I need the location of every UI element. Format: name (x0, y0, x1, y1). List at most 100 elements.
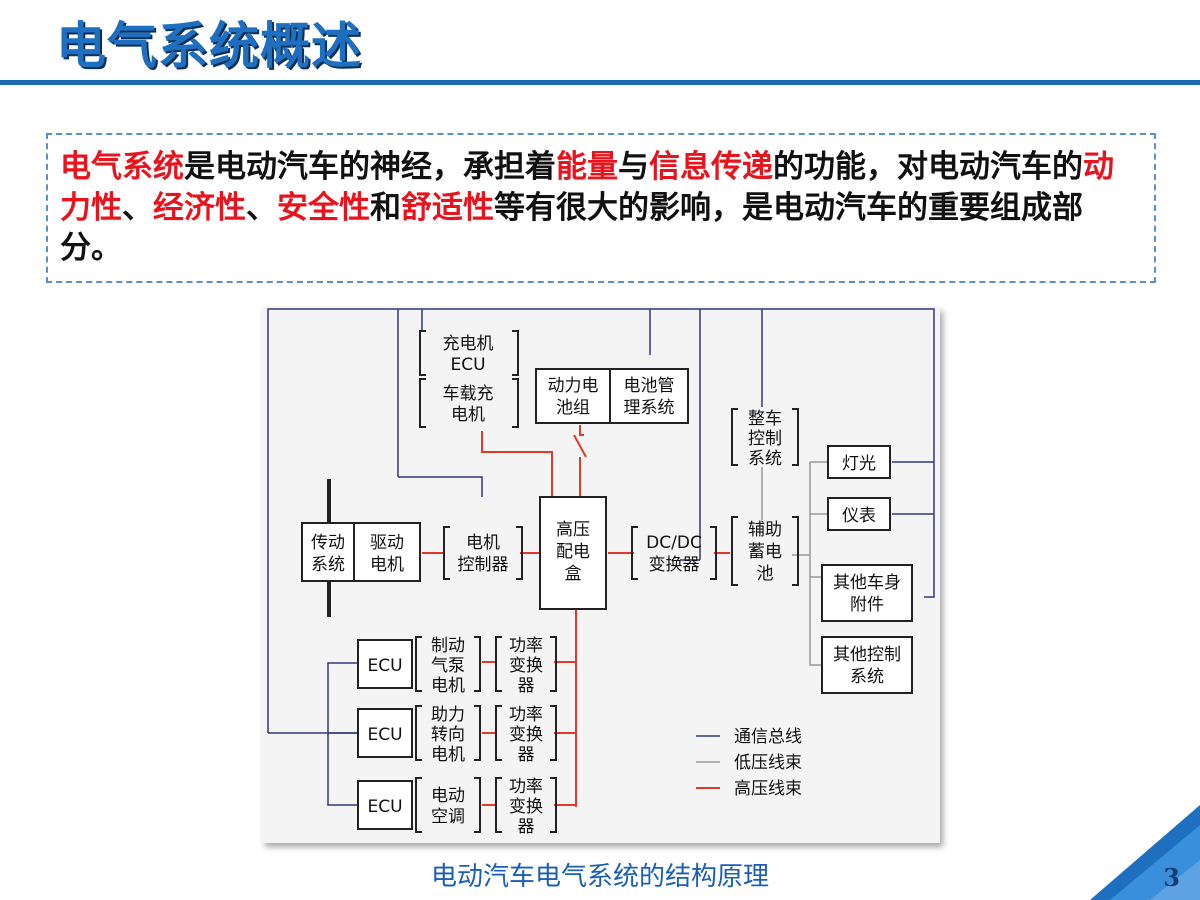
legend-low-label: 低压线束 (734, 753, 802, 773)
dcdc-bracket (631, 526, 717, 580)
transmission-line2: 系统 (311, 555, 345, 575)
body-accessories-line1: 其他车身 (833, 573, 901, 593)
hv-box-line2: 配电 (556, 542, 590, 562)
other-control-box (821, 636, 913, 694)
aux-battery-line2: 蓄电 (748, 542, 782, 562)
comm-bus-lines (267, 308, 935, 806)
intro-highlight: 舒适性 (401, 189, 494, 226)
power-converter-2-line2: 变换 (509, 725, 543, 745)
power-converter-3-line1: 功率 (509, 777, 543, 797)
power-converter-3-line3: 器 (518, 817, 535, 837)
body-accessories-box (821, 564, 913, 622)
onboard-charger-bracket (419, 378, 519, 428)
intro-highlight: 电气系统 (60, 149, 184, 185)
hv-box (539, 496, 607, 610)
hv-box-line3: 盒 (565, 564, 582, 584)
intro-segment: 、 (122, 189, 153, 226)
intro-segment: 与 (618, 149, 649, 185)
ecu-label-1: ECU (367, 656, 402, 676)
intro-highlight: 安全性 (277, 189, 370, 226)
title-divider (0, 80, 1200, 85)
intro-box: 电气系统是电动汽车的神经，承担着能量与信息传递的功能，对电动汽车的动力性、经济性… (46, 133, 1156, 283)
power-converter-bracket-3 (495, 777, 557, 833)
steering-motor-line2: 转向 (431, 725, 465, 745)
motor-controller-line1: 电机 (466, 533, 500, 553)
low-voltage-lines (761, 461, 828, 666)
charger-ecu-line1: 充电机 (443, 334, 494, 354)
steering-motor-line3: 电机 (431, 745, 465, 765)
instruments-box (827, 497, 891, 531)
intro-segment: 、 (246, 189, 277, 226)
transmission-line1: 传动 (311, 533, 345, 553)
vcu-line3: 系统 (748, 449, 782, 469)
bms-line1: 电池管 (624, 376, 675, 396)
brake-pump-line1: 制动 (431, 636, 465, 656)
ac-line1: 电动 (431, 786, 465, 806)
other-control-line1: 其他控制 (833, 645, 901, 665)
aux-battery-line1: 辅助 (748, 520, 782, 540)
battery-pack-line2: 池组 (556, 398, 590, 418)
ecu-label-3: ECU (367, 797, 402, 817)
power-converter-bracket-2 (495, 705, 557, 761)
page-number: 3 (1163, 863, 1180, 892)
legend-comm-label: 通信总线 (734, 727, 802, 747)
intro-highlight: 动力性 (60, 149, 1114, 226)
legend: 通信总线 低压线束 高压线束 (696, 727, 802, 799)
lights-box (827, 445, 891, 479)
intro-segment: 的功能，对电动汽车的 (773, 149, 1083, 185)
drive-motor-line2: 电机 (370, 555, 404, 575)
ecu-box-1 (357, 639, 413, 689)
vcu-line2: 控制 (748, 429, 782, 449)
onboard-charger-line2: 电机 (451, 405, 485, 425)
hv-box-line1: 高压 (556, 520, 590, 540)
aux-battery-line3: 池 (757, 564, 774, 584)
onboard-charger-line1: 车载充 (443, 384, 494, 404)
drive-group-box (301, 522, 421, 582)
ac-bracket (415, 777, 481, 833)
other-control-line2: 系统 (850, 667, 884, 687)
battery-pack-line1: 动力电 (548, 376, 599, 396)
steering-motor-bracket (415, 705, 481, 761)
intro-segment: 和 (370, 189, 401, 226)
motor-controller-bracket (443, 526, 523, 580)
intro-highlight: 信息传递 (649, 149, 773, 185)
steering-motor-line1: 助力 (431, 705, 465, 725)
lights-label: 灯光 (842, 454, 876, 474)
power-converter-bracket-1 (495, 636, 557, 692)
brake-pump-bracket (415, 636, 481, 692)
body-accessories-line2: 附件 (850, 595, 884, 615)
ecu-box-2 (357, 708, 413, 758)
electrical-system-diagram: 充电机 ECU 车载充 电机 动力电 池组 电池管 理系统 整车 控制 系统 灯… (262, 307, 940, 843)
drive-motor-line1: 驱动 (370, 533, 404, 553)
power-converter-2-line3: 器 (518, 745, 535, 765)
diagram-caption: 电动汽车电气系统的结构原理 (430, 862, 769, 892)
intro-highlight: 经济性 (153, 189, 246, 226)
ecu-box-3 (357, 780, 413, 830)
charger-ecu-line2: ECU (450, 355, 485, 375)
ac-line2: 空调 (431, 807, 465, 827)
intro-text: 电气系统是电动汽车的神经，承担着能量与信息传递的功能，对电动汽车的动力性、经济性… (60, 147, 1140, 269)
motor-controller-line2: 控制器 (458, 555, 509, 575)
intro-segment: 是电动汽车的神经，承担着 (184, 149, 556, 185)
high-voltage-lines (422, 425, 730, 807)
charger-ecu-bracket (419, 330, 519, 376)
instruments-label: 仪表 (842, 506, 876, 526)
power-converter-2-line1: 功率 (509, 705, 543, 725)
corner-decoration (1090, 805, 1200, 900)
intro-segment: 等有很大的影响，是电动汽车的重要组成部分。 (60, 189, 1083, 267)
intro-highlight: 能量 (556, 149, 618, 185)
brake-pump-line3: 电机 (431, 676, 465, 696)
vcu-line1: 整车 (748, 409, 782, 429)
battery-group-box (535, 368, 689, 424)
aux-battery-bracket (731, 516, 799, 586)
power-converter-1-line3: 器 (518, 676, 535, 696)
power-converter-1-line1: 功率 (509, 636, 543, 656)
dcdc-line2: 变换器 (649, 555, 700, 575)
power-converter-3-line2: 变换 (509, 797, 543, 817)
brake-pump-line2: 气泵 (431, 656, 465, 676)
legend-high-label: 高压线束 (734, 779, 802, 799)
dcdc-line1: DC/DC (646, 533, 702, 553)
ecu-label-2: ECU (367, 725, 402, 745)
vcu-bracket (731, 408, 799, 466)
bms-line2: 理系统 (624, 398, 675, 418)
